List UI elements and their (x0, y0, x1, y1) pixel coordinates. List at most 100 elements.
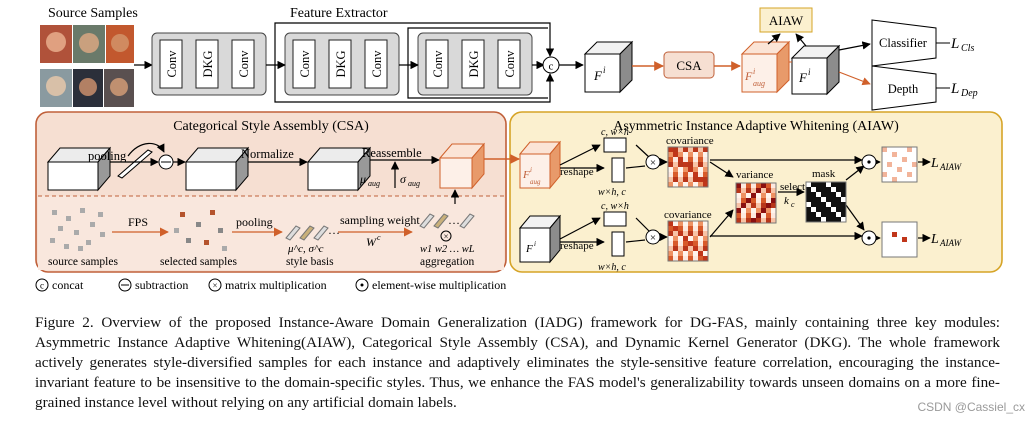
svg-text:i: i (530, 166, 532, 174)
feature-fi-cube: F i (583, 40, 634, 94)
figure-caption: Figure 2. Overview of the proposed Insta… (35, 314, 1000, 411)
svg-text:aug: aug (753, 79, 765, 88)
svg-text:Reassemble: Reassemble (362, 146, 422, 160)
block2-conv1: Conv (298, 50, 312, 78)
depth-head (871, 65, 937, 111)
svg-text:Cls: Cls (961, 43, 974, 54)
svg-text:i: i (534, 240, 536, 248)
svg-text:c: c (40, 281, 44, 291)
pooled-vector (117, 149, 153, 179)
aiaw-box (759, 7, 813, 33)
block3-dkg: DKG (467, 50, 481, 77)
svg-text:reshape: reshape (560, 240, 594, 252)
svg-text:Depth: Depth (888, 82, 919, 96)
svg-text:w1 w2 … wL: w1 w2 … wL (420, 244, 475, 255)
svg-text:F: F (525, 243, 533, 255)
reshape-matrix-top1 (603, 137, 627, 153)
svg-text:i: i (808, 67, 811, 77)
svg-text:aggregation: aggregation (420, 256, 475, 268)
svg-text:×: × (650, 232, 656, 244)
svg-text:w×h, c: w×h, c (598, 262, 626, 273)
svg-text:c, w×h: c, w×h (601, 127, 629, 138)
svg-text:Classifier: Classifier (879, 36, 928, 50)
watermark: CSDN @Cassiel_cx (917, 400, 1025, 414)
svg-text:style basis: style basis (286, 256, 334, 268)
svg-text:select: select (780, 181, 805, 193)
diagram-canvas: Source Samples Feature Extractor Conv DK… (35, 6, 1003, 292)
svg-text:μ: μ (359, 172, 366, 186)
svg-text:selected samples: selected samples (160, 256, 237, 268)
svg-text:…: … (328, 223, 340, 237)
matmul-symbol-1 (645, 154, 661, 170)
aiaw-faug-cube (518, 140, 562, 190)
loss-aiaw-2: L (930, 232, 939, 247)
svg-text:c, w×h: c, w×h (601, 201, 629, 212)
csa-bottom-area (38, 196, 504, 270)
svg-text:×: × (650, 157, 656, 169)
fe-blocks (151, 32, 533, 96)
block2-dkg: DKG (334, 50, 348, 77)
aiaw-fi-cube (518, 214, 562, 264)
svg-text:subtraction: subtraction (135, 278, 188, 292)
svg-text:c: c (377, 233, 381, 242)
feature-extractor-title: Feature Extractor (290, 6, 388, 21)
svg-text:aug: aug (368, 179, 380, 188)
svg-text:σ: σ (400, 172, 407, 186)
svg-text:AIAW: AIAW (939, 162, 963, 172)
svg-text:F: F (522, 169, 530, 181)
output-matrix-1 (881, 146, 918, 183)
svg-text:W: W (366, 235, 377, 249)
svg-text:c: c (549, 61, 554, 73)
svg-text:×: × (212, 281, 217, 291)
svg-text:element-wise multiplication: element-wise multiplication (372, 278, 506, 292)
reshape-matrix-top2 (603, 211, 627, 227)
svg-text:covariance: covariance (666, 135, 714, 147)
svg-text:c: c (791, 200, 795, 209)
svg-text:AIAW: AIAW (769, 13, 804, 28)
aiaw-panel-title: Asymmetric Instance Adaptive Whitening (… (613, 119, 899, 134)
output-matrix-2 (881, 221, 918, 258)
block1-conv1: Conv (165, 50, 179, 78)
block3-conv1: Conv (431, 50, 445, 78)
svg-text:aug: aug (530, 178, 541, 186)
svg-text:F: F (744, 69, 753, 83)
selected-sample-dots (174, 210, 227, 251)
block2-conv2: Conv (370, 50, 384, 78)
svg-text:F: F (593, 68, 603, 83)
feature-fi-cube-2: F i (790, 44, 841, 96)
csa-box (663, 51, 715, 79)
svg-text:aug: aug (408, 179, 420, 188)
svg-text:covariance: covariance (664, 209, 712, 221)
style-basis-bars (285, 225, 329, 241)
csa-panel-title: Categorical Style Assembly (CSA) (173, 119, 369, 134)
svg-text:pooling: pooling (236, 215, 273, 229)
reshape-matrix-bot2 (611, 231, 625, 257)
covariance-matrix-1 (667, 146, 709, 188)
svg-text:pooling: pooling (88, 149, 127, 163)
svg-text:concat: concat (52, 278, 84, 292)
classifier-head (871, 19, 937, 67)
source-sample-dots (50, 208, 105, 251)
svg-text:i: i (753, 67, 755, 76)
svg-text:μ^c, σ^c: μ^c, σ^c (287, 243, 324, 255)
loss-aiaw-1: L (930, 156, 939, 171)
svg-text:i: i (603, 65, 606, 75)
svg-text:matrix multiplication: matrix multiplication (225, 278, 327, 292)
loss-cls: L (950, 36, 959, 52)
matmul-symbol-2 (645, 229, 661, 245)
block3-conv2: Conv (503, 50, 517, 78)
svg-text:…: … (448, 213, 460, 227)
legend: c concat subtraction × matrix multiplica… (35, 278, 506, 292)
svg-text:F: F (798, 70, 808, 85)
svg-text:AIAW: AIAW (939, 238, 963, 248)
aggregation-bars (419, 213, 475, 229)
mask-matrix (805, 181, 847, 223)
loss-dep: L (950, 81, 959, 97)
svg-text:mask: mask (812, 168, 836, 180)
svg-text:variance: variance (736, 169, 773, 181)
svg-text:FPS: FPS (128, 215, 148, 229)
source-samples-title: Source Samples (48, 6, 138, 21)
variance-matrix (735, 182, 777, 224)
block1-dkg: DKG (201, 50, 215, 77)
